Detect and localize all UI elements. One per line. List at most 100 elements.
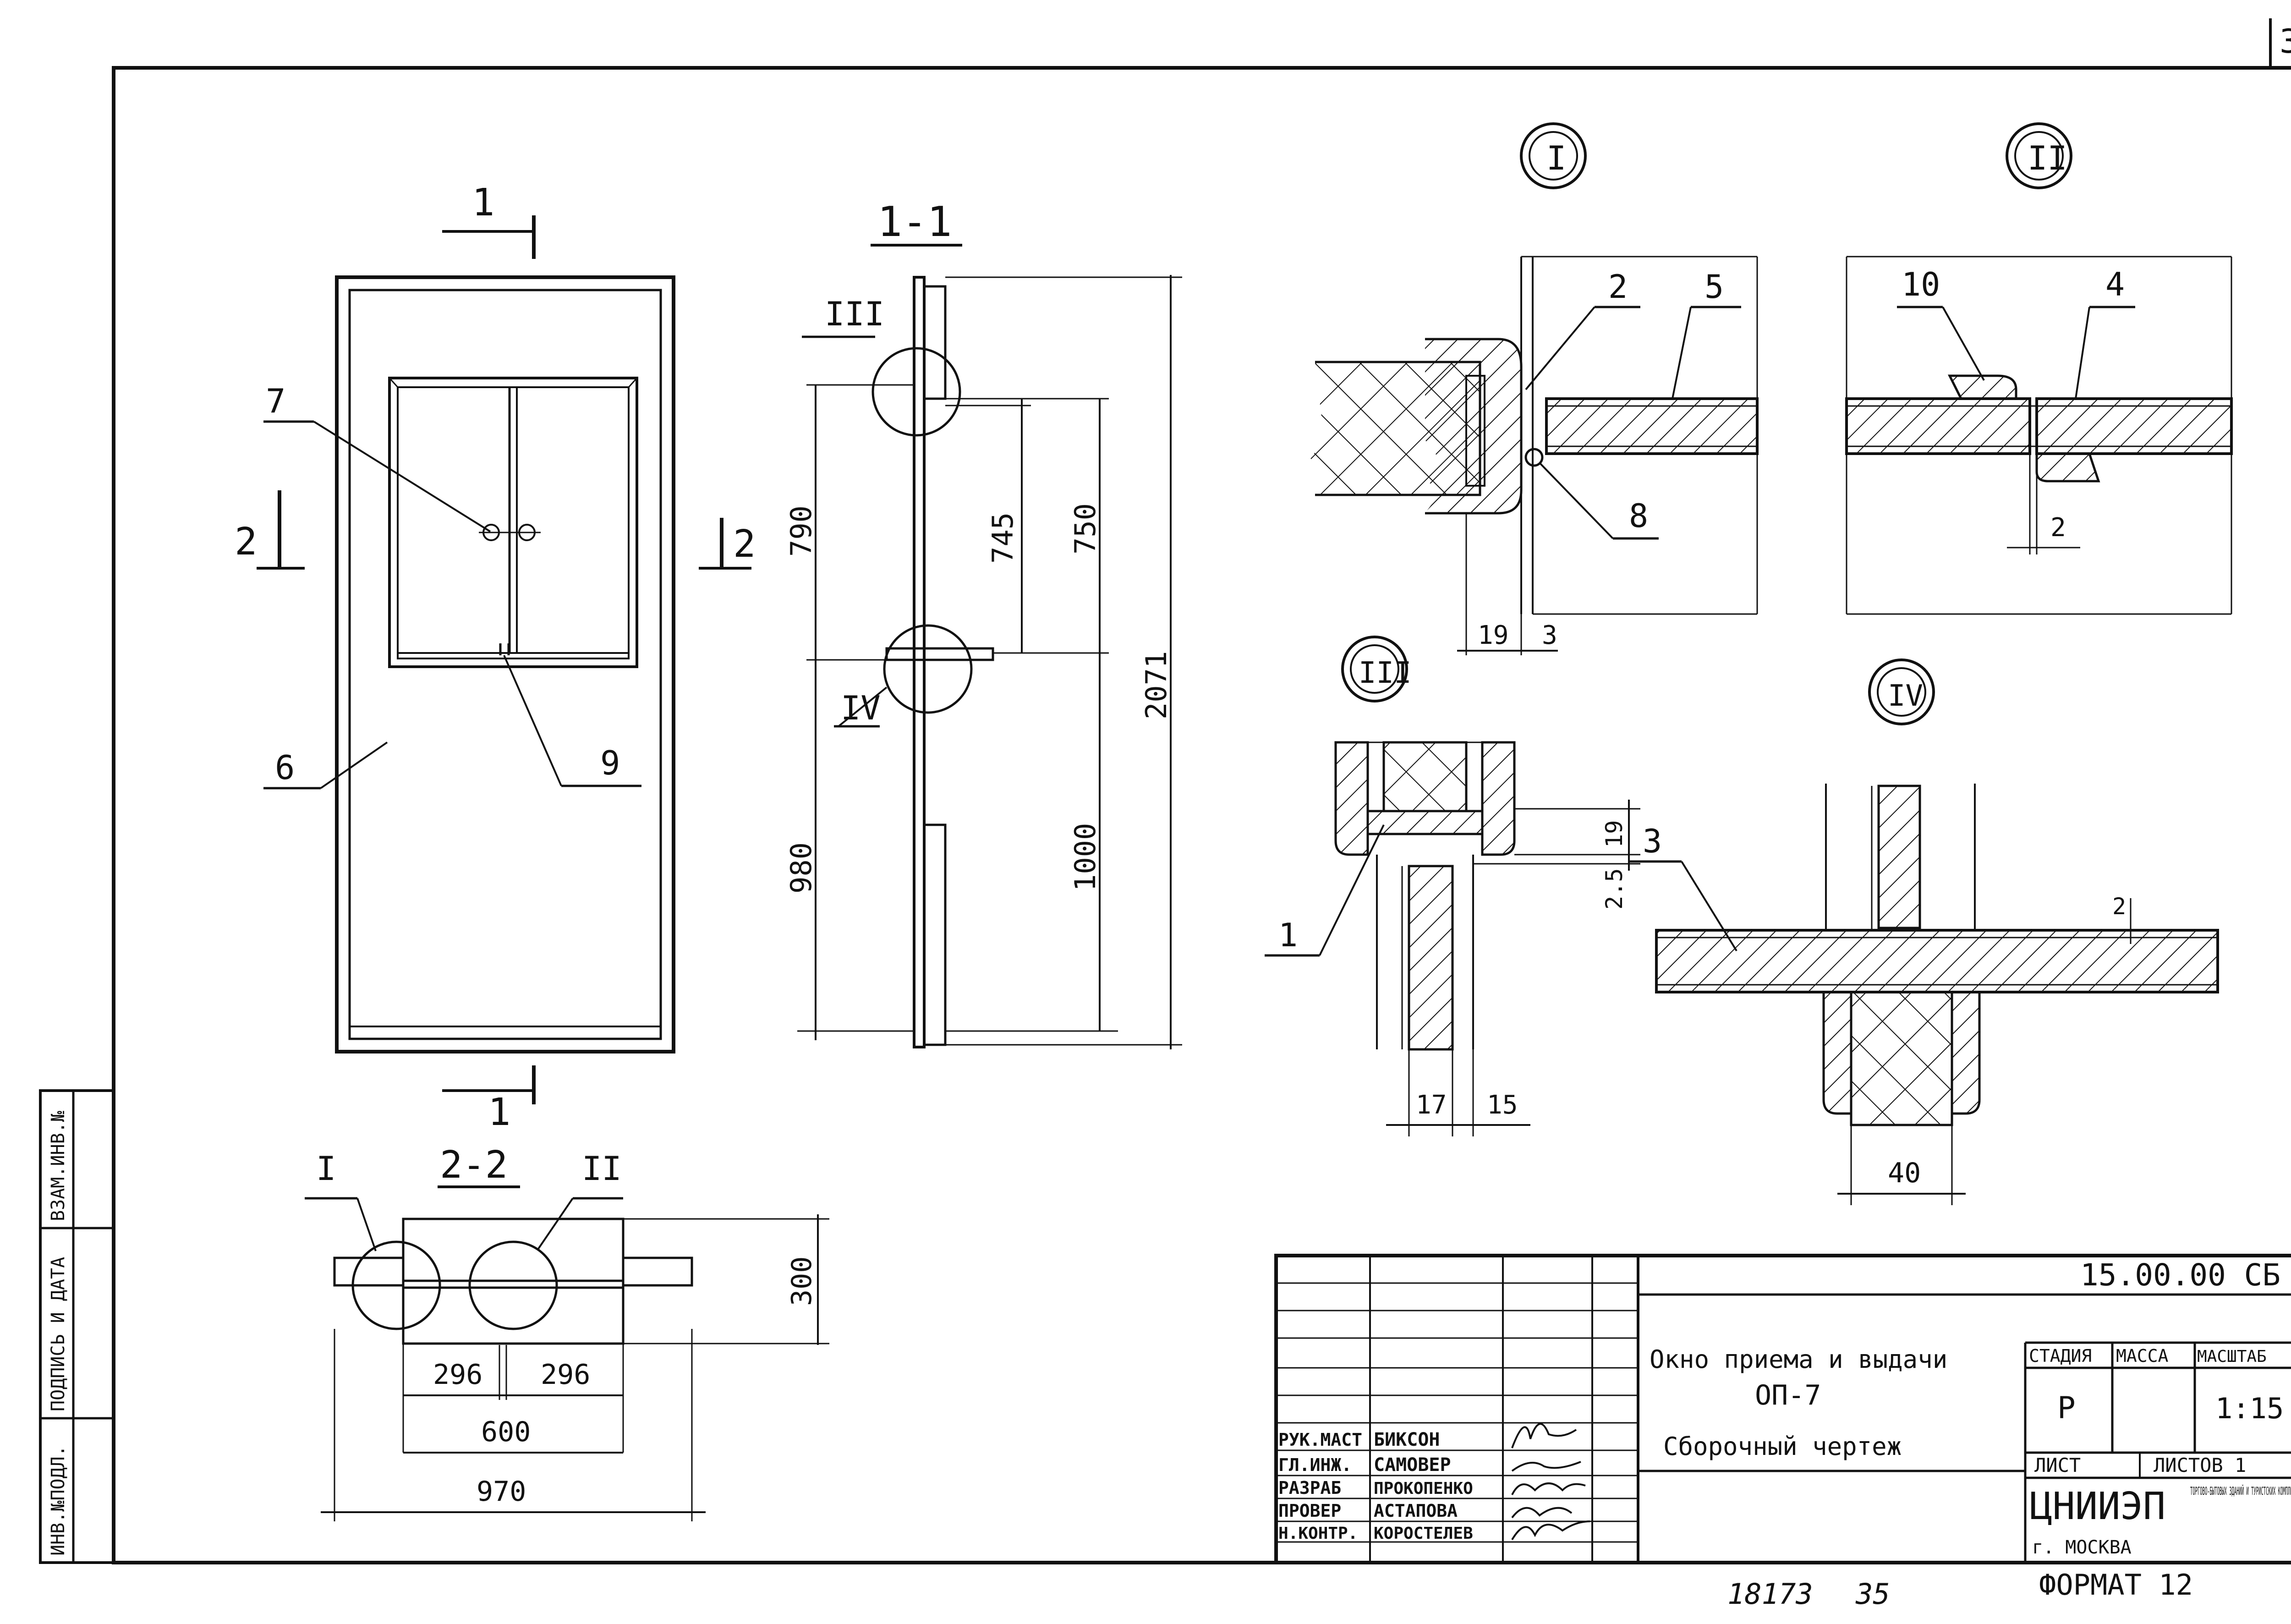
col-mass: МАССА	[2116, 1346, 2169, 1366]
node-II-marker	[468, 1240, 558, 1330]
node-III-dim-2-5: 2.5	[1601, 868, 1628, 910]
node-III-detail: III 19 2.5 1 17 15	[1265, 636, 1640, 1136]
name-2: САМОВЕР	[1374, 1454, 1451, 1476]
role-3: РАЗРАБ	[1278, 1478, 1341, 1498]
node-I-glass-panel	[1546, 399, 1757, 454]
node-II-callout-10: 10	[1902, 266, 1940, 303]
sheets-label: ЛИСТОВ 1	[2154, 1454, 2246, 1476]
node-III-marker	[871, 347, 961, 437]
page-number: 34	[2280, 22, 2291, 60]
sheet-frame	[112, 66, 2291, 1564]
node-II-right-pane	[2037, 399, 2231, 454]
side-stamp-replaces-inv: ВЗАМ.ИНВ.№	[48, 1111, 69, 1221]
dim-600: 600	[481, 1416, 531, 1448]
node-III-glass	[1409, 866, 1452, 1049]
node-III-dim-17: 17	[1416, 1090, 1447, 1120]
col-stage: СТАДИЯ	[2029, 1346, 2092, 1366]
signature-5	[1511, 1520, 1590, 1541]
counter-shelf	[923, 647, 994, 661]
side-stamp: ИНВ.№ПОДЛ. ПОДПИСЬ И ДАТА ВЗАМ.ИНВ.№	[39, 1089, 115, 1564]
name-4: АСТАПОВА	[1374, 1501, 1458, 1521]
col-scale: МАСШТАБ	[2197, 1347, 2267, 1366]
node-I-ref: I	[316, 1149, 336, 1188]
node-IV-dim-2: 2	[2112, 893, 2126, 920]
node-III-label: III	[1359, 656, 1412, 690]
footer-number-mid: 35	[1855, 1577, 1890, 1611]
window-frame-outer	[335, 275, 675, 1053]
dim-745: 745	[986, 512, 1019, 564]
node-IV-marker	[883, 624, 973, 714]
node-II-dim-2: 2	[2050, 513, 2066, 543]
dim-980: 980	[784, 842, 818, 894]
node-IV-callout-3: 3	[1643, 823, 1662, 860]
sheet-label: ЛИСТ	[2034, 1454, 2081, 1476]
role-1: РУК.МАСТ	[1278, 1430, 1362, 1450]
dim-1000: 1000	[1069, 823, 1102, 891]
title-line-3: Сборочный чертеж	[1663, 1432, 1902, 1461]
node-IV-dim-40: 40	[1888, 1157, 1921, 1189]
node-IV-label: IV	[1888, 679, 1923, 713]
dim-750: 750	[1069, 503, 1102, 554]
side-stamp-sign-date: ПОДПИСЬ И ДАТА	[48, 1257, 69, 1411]
node-III-frame-bar	[1368, 811, 1482, 834]
node-III-foam-core	[1384, 742, 1466, 811]
name-1: БИКСОН	[1374, 1429, 1440, 1450]
section-mark-1-bottom: 1	[488, 1091, 510, 1134]
node-III-dim-19: 19	[1601, 820, 1628, 848]
section-mark-1-top: 1	[472, 181, 494, 225]
doc-code: 15.00.00 СБ	[2080, 1257, 2280, 1293]
title-line-1: Окно приема и выдачи	[1650, 1345, 1947, 1374]
node-II-ref: II	[582, 1149, 622, 1188]
node-I-callout-8: 8	[1629, 497, 1648, 535]
signature-3	[1511, 1482, 1586, 1495]
node-I-label: I	[1546, 139, 1566, 177]
node-I-callout-5: 5	[1705, 268, 1724, 306]
dim-296-right: 296	[541, 1359, 590, 1391]
section-mark-2-left: 2	[235, 520, 257, 564]
node-IV-glass	[1879, 786, 1920, 928]
section-2-2: 2-2 I II 300 296 296 600 970	[305, 1143, 829, 1521]
role-4: ПРОВЕР	[1278, 1501, 1341, 1521]
node-IV-counter-board	[1656, 930, 2218, 992]
org-subtitle: ТОРГОВО-БЫТОВЫХ ЗДАНИЙ И ТУРИСТСКИХ КОМП…	[2190, 1484, 2291, 1498]
org-name: ЦНИИЭП	[2030, 1485, 2165, 1528]
side-stamp-inv-orig: ИНВ.№ПОДЛ.	[48, 1445, 69, 1556]
stage-value: Р	[2057, 1390, 2076, 1426]
node-IV-ref: IV	[841, 689, 881, 727]
node-IV-detail: IV 3 2 40	[1629, 658, 2219, 1205]
footer-format: ФОРМАТ 12	[2039, 1568, 2193, 1602]
node-I-callout-2: 2	[1608, 268, 1628, 306]
section-2-2-title: 2-2	[440, 1143, 508, 1187]
dim-790: 790	[784, 505, 818, 557]
node-II-callout-4: 4	[2105, 266, 2125, 303]
dim-2071: 2071	[1140, 651, 1173, 719]
node-I-detail: I 2 5 8 19 3	[1310, 122, 1759, 655]
callout-7: 7	[266, 382, 285, 420]
node-II-detail: II 10 4 2	[1845, 122, 2233, 615]
signature-1	[1511, 1423, 1577, 1448]
name-5: КОРОСТЕЛЕВ	[1374, 1524, 1473, 1543]
dim-300: 300	[786, 1256, 818, 1306]
section-1-1-title: 1-1	[877, 198, 952, 246]
role-2: ГЛ.ИНЖ.	[1278, 1455, 1352, 1475]
role-5: Н.КОНТР.	[1278, 1524, 1358, 1543]
footer-number-left: 18173	[1727, 1577, 1813, 1611]
front-view: 1 1 2 2 7 6 9	[235, 181, 756, 1134]
dim-296-left: 296	[433, 1359, 482, 1391]
node-II-label: II	[2028, 139, 2067, 177]
signature-2	[1511, 1461, 1581, 1472]
callout-6: 6	[275, 748, 295, 787]
title-line-2: ОП-7	[1755, 1379, 1821, 1411]
node-II-left-pane	[1847, 399, 2030, 454]
title-block: РУК.МАСТ БИКСОН ГЛ.ИНЖ. САМОВЕР РАЗРАБ П…	[1274, 1254, 2291, 1564]
name-3: ПРОКОПЕНКО	[1374, 1479, 1473, 1498]
section-1-1: 1-1 III IV 790 980 745 750 1000	[784, 198, 1182, 1049]
window-frame-inner	[348, 289, 662, 1040]
glazing-opening	[388, 377, 638, 668]
org-city: г. МОСКВА	[2032, 1537, 2132, 1558]
node-IV-foam-block	[1851, 992, 1952, 1125]
node-III-ref: III	[825, 295, 884, 333]
node-I-dim-19: 19	[1478, 620, 1508, 650]
node-III-callout-1: 1	[1278, 916, 1298, 954]
node-III-dim-15: 15	[1487, 1090, 1518, 1120]
